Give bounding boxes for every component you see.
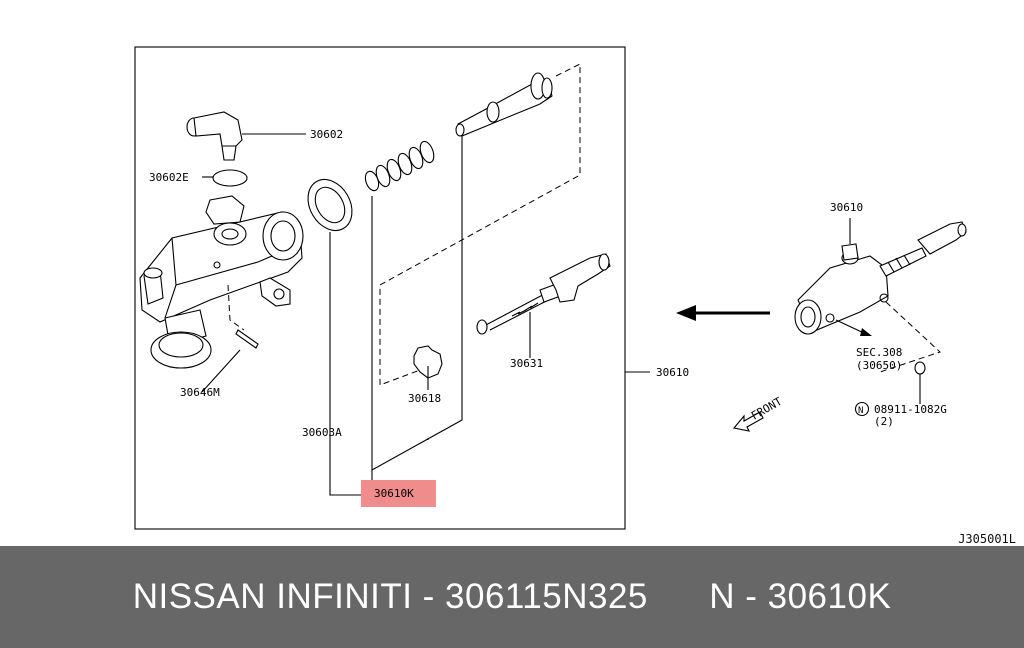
nut-quantity: (2) xyxy=(874,415,894,428)
callout-assembly: 30610 xyxy=(656,366,689,379)
piston-drawing xyxy=(455,72,553,137)
callout-kit: 30610K xyxy=(374,487,414,500)
parts-diagram: 30602 30602E 30646M 30618 30603A 30631 3… xyxy=(134,46,967,530)
callout-assembly-detail: 30610 xyxy=(830,201,863,214)
section-reference: SEC.308 xyxy=(856,346,902,359)
o-ring-drawing xyxy=(212,169,248,187)
callout-push-rod: 30631 xyxy=(510,357,543,370)
callout-pin: 30646M xyxy=(180,386,220,399)
footer-text: NISSAN INFINITI - 306115N325 N - 30610K xyxy=(132,577,892,616)
front-arrow-icon xyxy=(732,411,764,432)
seal-drawing xyxy=(307,179,353,231)
spring-drawing xyxy=(364,140,435,192)
section-part: (30650) xyxy=(856,359,902,372)
fitting-drawing xyxy=(186,111,306,161)
front-label: FRONT xyxy=(749,395,785,423)
nut-symbol-icon xyxy=(854,401,870,417)
callout-fitting: 30602 xyxy=(310,128,343,141)
image-code: J305001L xyxy=(958,532,1016,546)
footer-banner: NISSAN INFINITI - 306115N325 N - 30610K xyxy=(0,546,1024,648)
kit-highlight xyxy=(361,480,436,507)
callout-seal: 30603A xyxy=(302,426,342,439)
nut-symbol: N xyxy=(858,406,863,416)
master-cylinder-drawing xyxy=(139,195,304,369)
assembly-detail-drawing xyxy=(794,218,967,404)
nut-part-number: 08911-1082G xyxy=(874,403,947,416)
push-rod-drawing xyxy=(476,253,611,358)
callout-gasket: 30618 xyxy=(408,392,441,405)
callout-o-ring: 30602E xyxy=(149,171,189,184)
gasket-drawing xyxy=(413,345,443,379)
main-frame xyxy=(134,46,626,530)
